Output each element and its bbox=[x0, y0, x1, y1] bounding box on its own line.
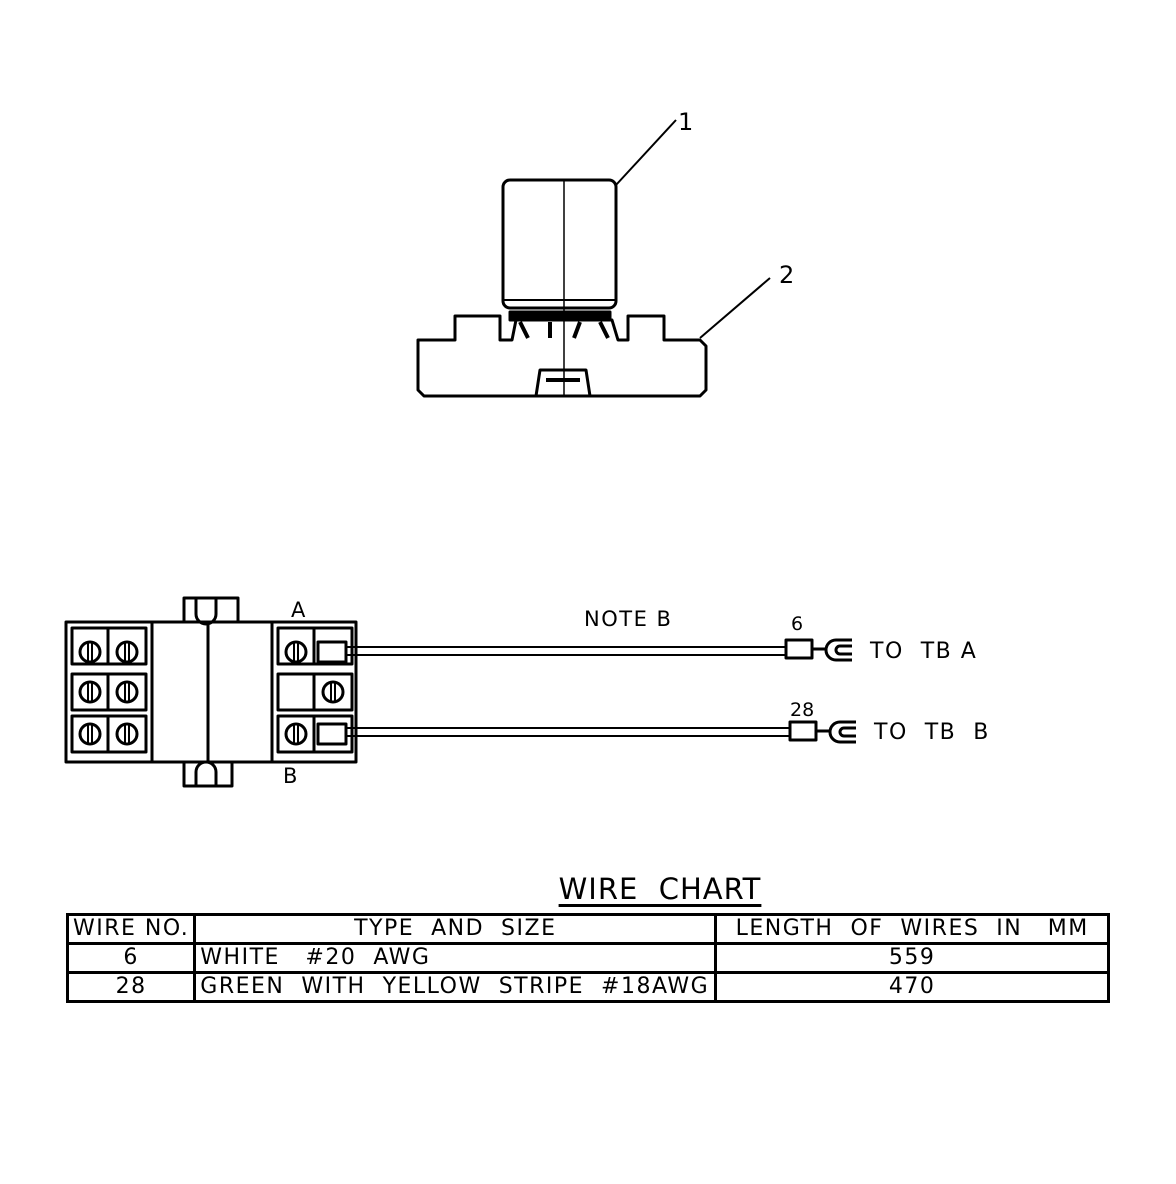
header-length: LENGTH OF WIRES IN MM bbox=[714, 913, 1110, 945]
cell-type-size: WHITE #20 AWG bbox=[193, 942, 718, 974]
dest-tb-b: TO TB B bbox=[873, 720, 990, 745]
terminal-label-b: B bbox=[283, 764, 297, 788]
callout-1: 1 bbox=[678, 108, 693, 136]
cell-wire-no: 6 bbox=[65, 942, 197, 974]
cell-length: 559 bbox=[714, 942, 1110, 974]
cell-wire-no: 28 bbox=[65, 971, 197, 1003]
callout-2: 2 bbox=[779, 261, 794, 289]
cell-length: 470 bbox=[714, 971, 1110, 1003]
header-wire-no: WIRE NO. bbox=[65, 913, 197, 945]
cell-type-size: GREEN WITH YELLOW STRIPE #18AWG bbox=[193, 971, 718, 1003]
wire-chart-title: WIRE CHART bbox=[558, 872, 762, 906]
wire-6 bbox=[346, 638, 852, 662]
wire-28 bbox=[346, 720, 856, 744]
dest-tb-a: TO TB A bbox=[869, 639, 977, 664]
note-b-label: NOTE B bbox=[584, 607, 672, 631]
wire-6-number: 6 bbox=[791, 613, 803, 635]
terminal-block bbox=[64, 596, 358, 788]
wire-chart-table: WIRE NO. TYPE AND SIZE LENGTH OF WIRES I… bbox=[65, 913, 1110, 1003]
table-row: 28 GREEN WITH YELLOW STRIPE #18AWG 470 bbox=[65, 971, 1110, 1003]
table-header-row: WIRE NO. TYPE AND SIZE LENGTH OF WIRES I… bbox=[65, 913, 1110, 945]
wire-28-number: 28 bbox=[790, 699, 814, 721]
header-type-size: TYPE AND SIZE bbox=[193, 913, 718, 945]
table-row: 6 WHITE #20 AWG 559 bbox=[65, 942, 1110, 974]
terminal-label-a: A bbox=[291, 598, 306, 622]
relay-socket bbox=[416, 314, 708, 398]
callout-2-leader bbox=[699, 277, 771, 339]
relay-module bbox=[501, 178, 618, 395]
callout-1-leader bbox=[615, 119, 677, 186]
